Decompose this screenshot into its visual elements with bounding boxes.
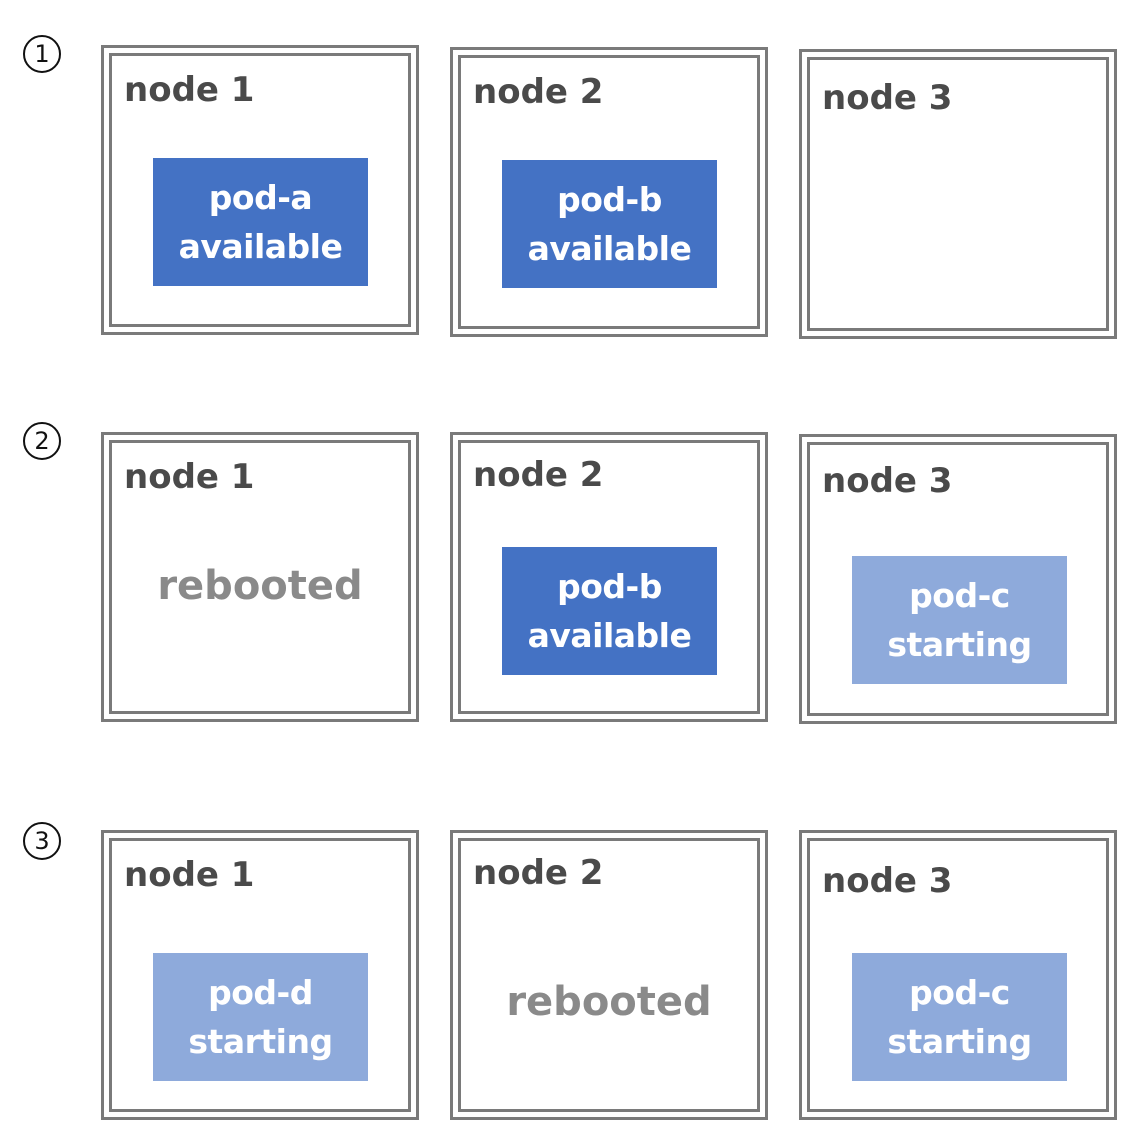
step-marker-1: 1: [23, 35, 61, 73]
node-box: node 3 pod-c starting: [799, 434, 1117, 724]
node-inner-frame: node 3: [807, 57, 1109, 331]
pod-status: available: [527, 616, 692, 655]
node-label: node 3: [822, 461, 953, 501]
node-inner-frame: node 1 rebooted: [109, 440, 411, 714]
node-box: node 2 pod-b available: [450, 432, 768, 722]
node-label: node 2: [473, 455, 604, 495]
pod-box: pod-a available: [153, 158, 368, 286]
pod-status: starting: [887, 1022, 1032, 1061]
node-label: node 3: [822, 861, 953, 901]
node-box: node 3: [799, 49, 1117, 339]
step-marker-2: 2: [23, 422, 61, 460]
node-label: node 2: [473, 853, 604, 893]
pod-box: pod-d starting: [153, 953, 368, 1081]
node-label: node 3: [822, 78, 953, 118]
node-label: node 1: [124, 457, 255, 497]
pod-name: pod-c: [909, 575, 1010, 615]
pod-status: starting: [887, 625, 1032, 664]
pod-box: pod-b available: [502, 547, 717, 675]
step-marker-3: 3: [23, 822, 61, 860]
node-box: node 3 pod-c starting: [799, 830, 1117, 1120]
node-box: node 2 rebooted: [450, 830, 768, 1120]
pod-name: pod-c: [909, 972, 1010, 1012]
rebooted-text: rebooted: [157, 563, 363, 609]
pod-name: pod-d: [208, 972, 313, 1012]
node-box: node 1 pod-a available: [101, 45, 419, 335]
node-label: node 1: [124, 855, 255, 895]
node-inner-frame: node 3 pod-c starting: [807, 442, 1109, 716]
rebooted-text: rebooted: [506, 979, 712, 1025]
pod-box: pod-c starting: [852, 953, 1067, 1081]
pod-status: available: [527, 229, 692, 268]
pod-status: starting: [188, 1022, 333, 1061]
node-box: node 1 pod-d starting: [101, 830, 419, 1120]
node-inner-frame: node 1 pod-a available: [109, 53, 411, 327]
node-box: node 1 rebooted: [101, 432, 419, 722]
pod-name: pod-b: [557, 566, 662, 606]
node-label: node 1: [124, 70, 255, 110]
node-inner-frame: node 3 pod-c starting: [807, 838, 1109, 1112]
node-inner-frame: node 2 pod-b available: [458, 440, 760, 714]
node-inner-frame: node 2 pod-b available: [458, 55, 760, 329]
node-box: node 2 pod-b available: [450, 47, 768, 337]
node-label: node 2: [473, 72, 604, 112]
pod-name: pod-a: [208, 177, 313, 217]
node-inner-frame: node 1 pod-d starting: [109, 838, 411, 1112]
pod-box: pod-c starting: [852, 556, 1067, 684]
pod-name: pod-b: [557, 179, 662, 219]
pod-box: pod-b available: [502, 160, 717, 288]
pod-status: available: [178, 227, 343, 266]
node-inner-frame: node 2 rebooted: [458, 838, 760, 1112]
